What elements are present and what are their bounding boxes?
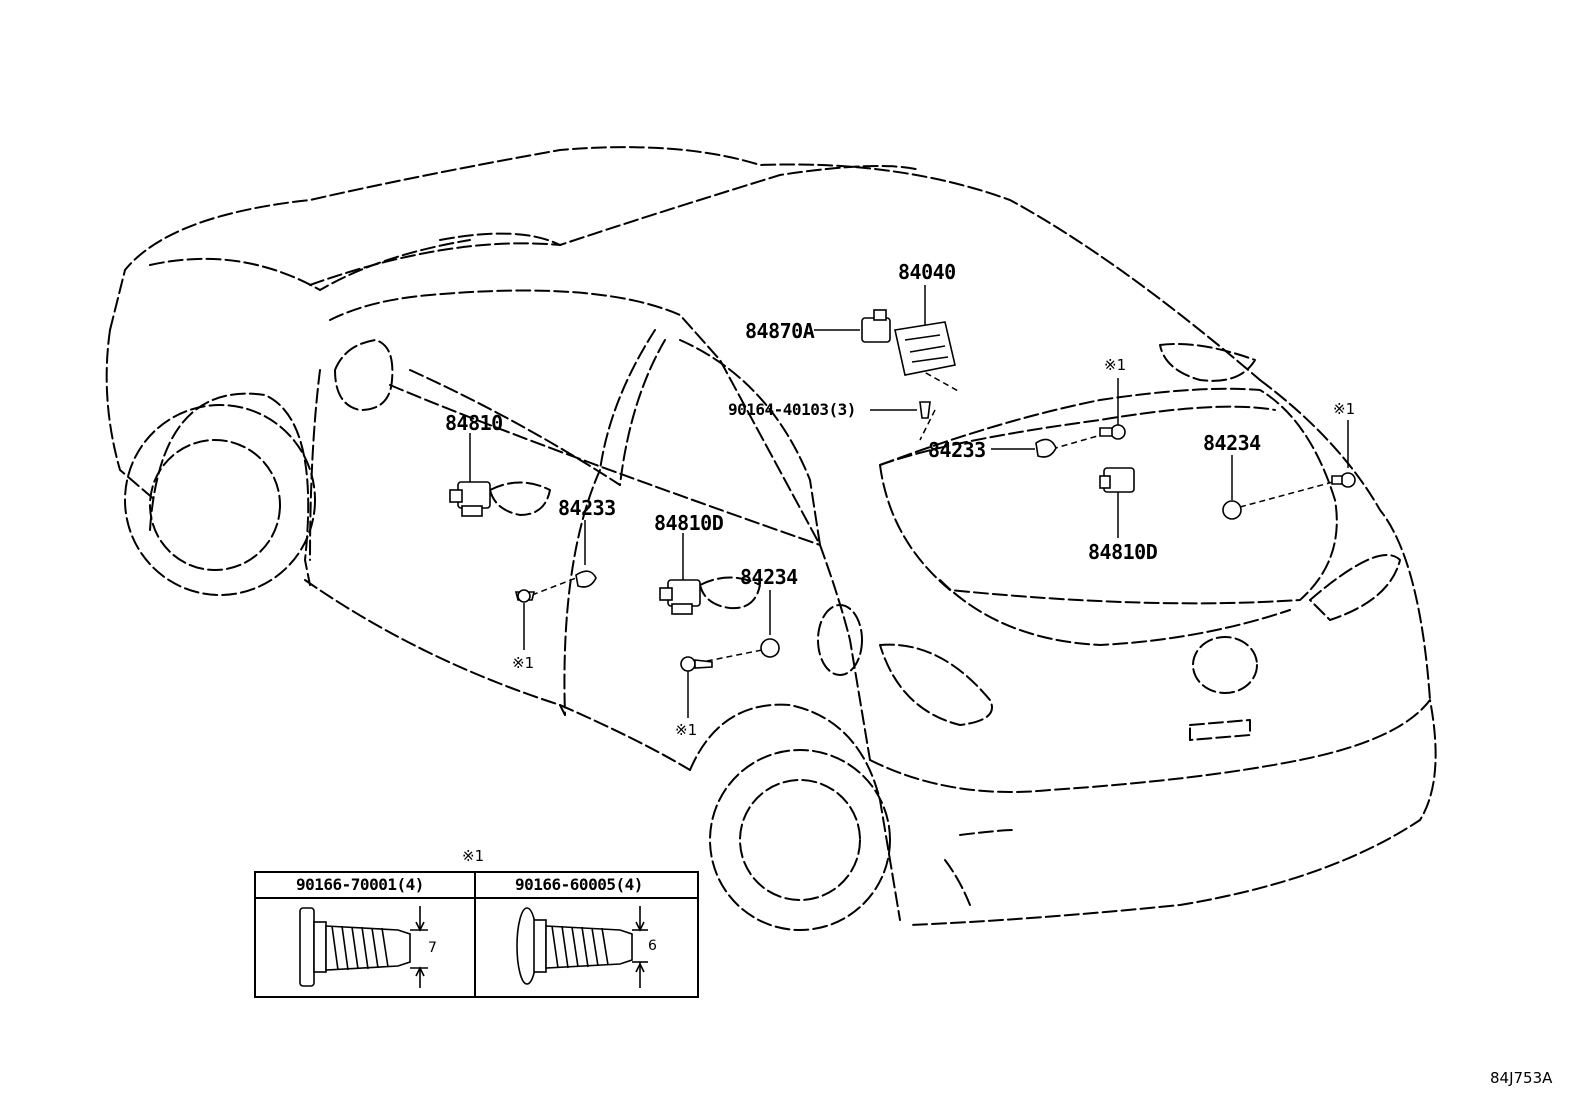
side-sill xyxy=(304,579,691,771)
diagram-reference-code: 84J753A xyxy=(1490,1069,1553,1087)
note-mark-side-1: ※1 xyxy=(512,654,535,672)
spoiler xyxy=(879,405,1276,466)
bolt-90166-60005-icon xyxy=(516,906,648,988)
switch-84810D-side-icon xyxy=(659,579,701,615)
front-body xyxy=(105,329,156,501)
side-top-line xyxy=(329,289,821,546)
screw-rear-1-icon xyxy=(1099,424,1126,440)
front-wheel xyxy=(124,404,316,596)
clip-84233-side-icon xyxy=(575,570,597,588)
note-mark-side-2: ※1 xyxy=(675,721,698,739)
label-84810[interactable]: 84810 xyxy=(445,411,503,435)
front-wheel-inner xyxy=(149,439,281,571)
screw-side-2-icon xyxy=(680,656,713,672)
dimension-6: 6 xyxy=(648,938,657,954)
dash-84233-side xyxy=(531,577,577,596)
dash-90164 xyxy=(919,409,936,441)
switch-84810-icon xyxy=(449,481,491,517)
label-84233-side[interactable]: 84233 xyxy=(558,496,616,520)
inset-title: ※1 xyxy=(462,847,485,865)
side-mirror xyxy=(334,339,394,411)
hood-line xyxy=(149,239,471,291)
screw-rear-2-icon xyxy=(1331,472,1356,488)
rear-bumper xyxy=(869,699,1437,926)
switch-84040-icon xyxy=(894,321,956,376)
rear-top-vent xyxy=(1159,343,1256,382)
clip-84234-rear-icon xyxy=(1222,500,1242,520)
rear-door-window xyxy=(679,339,821,546)
dash-84040 xyxy=(916,367,961,393)
hatch-lower xyxy=(939,579,1291,646)
clip-84233-rear-icon xyxy=(1035,438,1057,458)
window-line-rear xyxy=(409,369,621,486)
label-84233-rear[interactable]: 84233 xyxy=(928,438,986,462)
front-door-handle xyxy=(489,481,551,516)
label-84810D-side[interactable]: 84810D xyxy=(654,511,724,535)
bolt-90166-70001-icon xyxy=(299,906,428,988)
license-plate-area xyxy=(1189,719,1251,741)
rear-emblem xyxy=(1192,636,1258,694)
door-seam xyxy=(563,469,601,716)
label-84234-side[interactable]: 84234 xyxy=(740,565,798,589)
rear-window xyxy=(879,387,1338,605)
connector-84870A-icon xyxy=(861,309,891,343)
note-mark-rear-1: ※1 xyxy=(1104,356,1127,374)
rear-wheel-inner xyxy=(739,779,861,901)
window-line-front xyxy=(389,384,821,546)
switch-84810D-rear-icon xyxy=(1099,467,1135,493)
label-90164-40103[interactable]: 90164-40103(3) xyxy=(728,400,856,419)
clip-84234-side-icon xyxy=(760,638,780,658)
note-mark-rear-2: ※1 xyxy=(1333,400,1356,418)
label-84810D-rear[interactable]: 84810D xyxy=(1088,540,1158,564)
rear-quarter xyxy=(819,544,871,761)
fuel-door xyxy=(817,604,863,676)
screw-90164-icon xyxy=(919,401,931,419)
screw-side-1-icon xyxy=(514,589,536,603)
rear-door-handle xyxy=(699,576,761,610)
roof-outline xyxy=(109,146,1261,381)
b-pillar xyxy=(599,329,656,471)
roof-ridge xyxy=(309,165,921,286)
rear-bumper-lower xyxy=(944,829,1016,906)
inset-header-90166-70001[interactable]: 90166-70001(4) xyxy=(296,875,424,894)
tail-light-right xyxy=(1309,554,1401,621)
tail-light-left xyxy=(879,643,993,726)
front-wheel-arch xyxy=(149,392,311,586)
dash-84234-rear xyxy=(1239,481,1334,508)
inset-table xyxy=(254,871,699,998)
side-lower-line xyxy=(559,704,566,716)
windshield-top xyxy=(439,232,561,246)
label-84870A[interactable]: 84870A xyxy=(745,319,815,343)
rear-wheel-arch xyxy=(689,703,901,921)
label-84234-rear[interactable]: 84234 xyxy=(1203,431,1261,455)
inset-header-90166-60005[interactable]: 90166-60005(4) xyxy=(515,875,643,894)
side-lower xyxy=(309,369,321,561)
rear-body-right xyxy=(1259,379,1431,701)
dimension-7: 7 xyxy=(428,940,437,956)
label-84040[interactable]: 84040 xyxy=(898,260,956,284)
c-pillar xyxy=(619,339,666,486)
rear-wheel xyxy=(709,749,891,931)
